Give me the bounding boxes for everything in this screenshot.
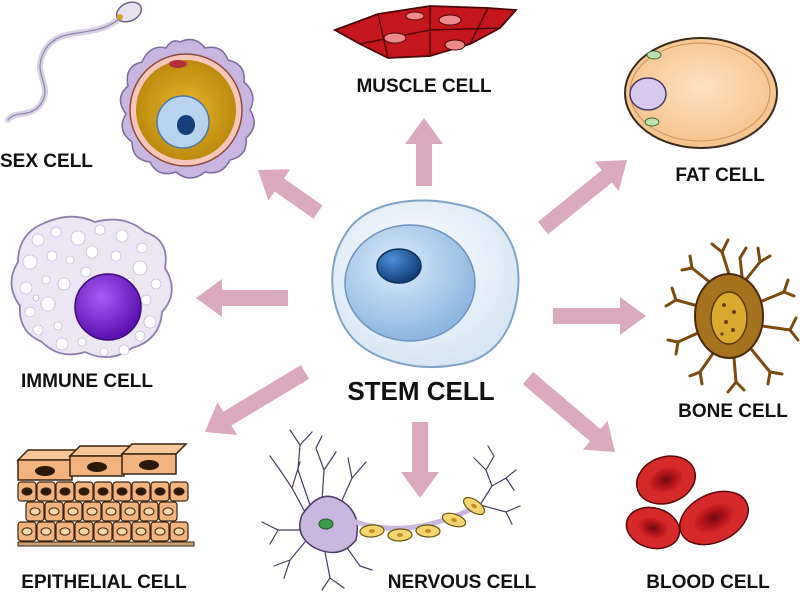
- arrow-to-nervous: [401, 422, 439, 498]
- immune-cell-illustration: [10, 215, 173, 358]
- fat-cell-label: FAT CELL: [675, 165, 765, 186]
- arrow-to-muscle: [405, 118, 443, 186]
- stem-cell-label: STEM CELL: [347, 376, 494, 406]
- arrow-to-sex: [258, 169, 323, 219]
- sex-cell-label: SEX CELL: [0, 151, 93, 172]
- bone-cell-illustration: [664, 238, 800, 394]
- arrow-to-fat: [538, 160, 627, 235]
- arrow-to-blood: [522, 371, 615, 452]
- arrows: [196, 118, 646, 498]
- muscle-cell-label: MUSCLE CELL: [356, 76, 492, 97]
- arrow-to-bone: [553, 297, 646, 335]
- epithelial-cell-illustration: [16, 443, 195, 547]
- blood-cell-illustration: [625, 455, 749, 550]
- arrow-to-immune: [196, 279, 288, 317]
- fat-cell-illustration: [624, 37, 778, 149]
- nervous-cell-illustration: [261, 429, 521, 591]
- blood-cell-label: BLOOD CELL: [646, 572, 770, 593]
- stem-cell-illustration: [331, 199, 520, 368]
- epithelial-cell-label: EPITHELIAL CELL: [21, 572, 187, 593]
- sex-cell-illustration: [5, 1, 255, 179]
- muscle-cell-illustration: [332, 5, 518, 59]
- nervous-cell-label: NERVOUS CELL: [388, 572, 537, 593]
- bone-cell-label: BONE CELL: [678, 401, 788, 422]
- immune-cell-label: IMMUNE CELL: [21, 371, 153, 392]
- arrow-to-epithelial: [205, 365, 310, 435]
